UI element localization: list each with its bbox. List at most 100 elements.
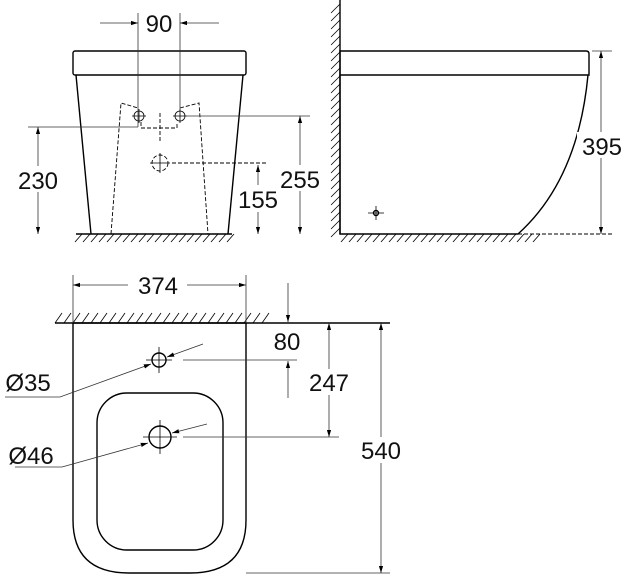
hatch-mark xyxy=(516,233,525,243)
wall-hatch xyxy=(330,3,341,238)
hatch-mark xyxy=(330,43,341,54)
hatch-mark xyxy=(330,171,341,182)
hatch-mark xyxy=(146,233,155,243)
hatch-mark xyxy=(330,187,341,198)
hatch-mark xyxy=(216,312,225,324)
hatch-mark xyxy=(154,233,163,243)
hatch-mark xyxy=(532,233,541,243)
hatch-mark xyxy=(194,233,203,243)
dimension-diameter-35: Ø35 xyxy=(5,343,204,398)
hatch-mark xyxy=(330,91,341,102)
hatch-mark xyxy=(330,123,341,134)
hatch-mark xyxy=(524,233,533,243)
hatch-mark xyxy=(171,312,180,324)
hatch-mark xyxy=(330,139,341,150)
hatch-mark xyxy=(330,99,341,110)
hatch-mark xyxy=(330,3,341,14)
hidden-bracket xyxy=(110,102,209,235)
front-view: 90 230 255 155 xyxy=(14,11,323,243)
tap-hole xyxy=(146,347,172,373)
hatch-mark xyxy=(372,233,381,243)
hatch-mark xyxy=(444,233,453,243)
hatch-mark xyxy=(330,179,341,190)
hatch-mark xyxy=(234,312,243,324)
hatch-mark xyxy=(330,107,341,118)
hatch-mark xyxy=(170,233,179,243)
hatch-mark xyxy=(180,312,189,324)
hatch-mark xyxy=(340,233,349,243)
hatch-mark xyxy=(330,27,341,38)
hatch-mark xyxy=(508,233,517,243)
dim-label-90: 90 xyxy=(146,11,173,38)
dim-label-395: 395 xyxy=(582,134,622,161)
hatch-mark xyxy=(108,312,117,324)
dimension-540: 540 xyxy=(246,323,405,574)
dim-label-255: 255 xyxy=(280,167,320,194)
hatch-mark xyxy=(330,19,341,30)
hatch-mark xyxy=(452,233,461,243)
dimension-247: 247 xyxy=(183,323,353,438)
hatch-mark xyxy=(330,163,341,174)
floor-hatch xyxy=(340,233,541,243)
hatch-mark xyxy=(207,312,216,324)
hatch-mark xyxy=(198,312,207,324)
hatch-mark xyxy=(90,312,99,324)
hatch-mark xyxy=(476,233,485,243)
hatch-mark xyxy=(114,233,123,243)
hatch-mark xyxy=(90,233,99,243)
fixing-hole-right xyxy=(173,109,187,123)
top-view: 374 80 247 540 Ø35 Ø46 xyxy=(5,273,405,574)
hatch-mark xyxy=(330,195,341,206)
dim-label-80: 80 xyxy=(274,329,301,356)
floor-hatch xyxy=(74,233,235,243)
hatch-mark xyxy=(189,312,198,324)
wall-hatch xyxy=(54,312,270,324)
hatch-mark xyxy=(81,312,90,324)
hatch-mark xyxy=(356,233,365,243)
hatch-mark xyxy=(135,312,144,324)
hatch-mark xyxy=(261,312,270,324)
hatch-mark xyxy=(330,147,341,158)
hatch-mark xyxy=(63,312,72,324)
hatch-mark xyxy=(348,233,357,243)
dim-label-540: 540 xyxy=(361,438,401,465)
hatch-mark xyxy=(243,312,252,324)
hatch-mark xyxy=(144,312,153,324)
hatch-mark xyxy=(330,83,341,94)
hatch-mark xyxy=(330,227,341,238)
hatch-mark xyxy=(106,233,115,243)
dim-label-diameter-46: Ø46 xyxy=(8,443,53,470)
hatch-mark xyxy=(162,312,171,324)
hatch-mark xyxy=(74,233,83,243)
supply-hole xyxy=(150,153,170,173)
hatch-mark xyxy=(210,233,219,243)
dimension-230: 230 xyxy=(14,126,138,234)
dimension-255: 255 xyxy=(185,115,323,234)
dimension-395: 395 xyxy=(577,50,627,234)
hatch-mark xyxy=(252,312,261,324)
hatch-mark xyxy=(330,211,341,222)
hatch-mark xyxy=(436,233,445,243)
drain-hole xyxy=(143,420,177,454)
hatch-mark xyxy=(396,233,405,243)
hatch-mark xyxy=(330,67,341,78)
hatch-mark xyxy=(412,233,421,243)
hatch-mark xyxy=(428,233,437,243)
bidet-rim-side xyxy=(339,50,590,76)
hatch-mark xyxy=(202,233,211,243)
hatch-mark xyxy=(388,233,397,243)
hatch-mark xyxy=(117,312,126,324)
hatch-mark xyxy=(330,51,341,62)
hatch-mark xyxy=(484,233,493,243)
hatch-mark xyxy=(468,233,477,243)
hatch-mark xyxy=(218,233,227,243)
hatch-mark xyxy=(138,233,147,243)
hatch-mark xyxy=(404,233,413,243)
dim-label-230: 230 xyxy=(18,168,58,195)
hatch-mark xyxy=(72,312,81,324)
hatch-mark xyxy=(162,233,171,243)
hatch-mark xyxy=(330,131,341,142)
hatch-mark xyxy=(460,233,469,243)
dim-label-247: 247 xyxy=(309,370,349,397)
